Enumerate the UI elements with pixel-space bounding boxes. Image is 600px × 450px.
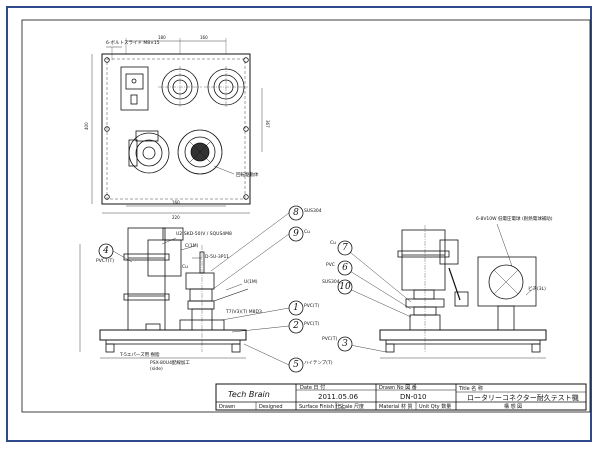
plan-view: [91, 38, 263, 214]
plan-motor-label: 回転駆動体: [236, 171, 259, 178]
surface-label: Surface Finish 仕上: [299, 403, 345, 410]
upper-right-flange: [204, 66, 248, 108]
inner-border: [21, 19, 591, 413]
balloon-1-label: 1: [293, 303, 299, 313]
lower-left-motor: [128, 130, 170, 174]
balloon-group: [98, 205, 353, 373]
side-leaders: [344, 223, 537, 353]
balloon-1: [288, 300, 304, 316]
title-block: [215, 383, 587, 411]
subtitle-value: 構 想 図: [504, 403, 522, 410]
drawing-frame: [6, 6, 592, 442]
unit-label: Unit Qty 数量: [419, 403, 451, 410]
balloon-8-label: 8: [293, 208, 299, 218]
balloon-7-label: 7: [342, 243, 348, 253]
front-callout-11: PVC(T): [304, 321, 319, 327]
balloon-9: [288, 226, 304, 242]
drawn-no-label: Drawn No 図 番: [379, 384, 417, 391]
front-view: [79, 212, 290, 366]
balloon-5: [288, 357, 304, 373]
front-callout-14: (side): [150, 366, 163, 372]
side-callout-1: 6-8V10W 低電圧電球 (耐熱電球補助): [476, 215, 553, 222]
material-label: Material 材 質: [379, 403, 413, 410]
front-callout-4: U2(SKD-50)V / SQUS4M8: [176, 231, 232, 237]
balloon-6-label: 6: [342, 263, 348, 273]
balloon-10: [337, 279, 353, 295]
balloon-2-label: 2: [292, 321, 299, 331]
front-callout-13: PSX-80U4配線加工: [150, 359, 190, 366]
side-callout-4: SUS304: [322, 279, 340, 285]
designed-label: Designed: [259, 404, 283, 410]
front-callout-9: T7(V3)(T) M8D3: [225, 309, 262, 315]
side-callout-5: PVC(T): [322, 336, 337, 342]
date-value: 2011.05.06: [318, 393, 359, 401]
balloon-7: [337, 240, 353, 256]
switch-box: [120, 66, 149, 111]
plan-dim-bottom-inner: 160: [172, 200, 180, 205]
front-callout-15: ハイテンプ(T): [304, 360, 333, 366]
plan-dim-top-left: 180: [158, 35, 166, 40]
front-callout-12: T-5エパーズ用 樹脂: [119, 351, 160, 358]
balloon-8: [288, 205, 304, 221]
balloon-2: [288, 318, 304, 334]
balloon-5-label: 5: [293, 360, 299, 370]
front-callout-2: Cu: [304, 229, 310, 235]
plan-top-callout: 6-ボルトスライド M8×15: [106, 39, 160, 46]
mounting-holes: [104, 57, 249, 200]
front-callout-5: C(1M): [185, 243, 199, 249]
drawn-no-value: DN-010: [400, 393, 427, 401]
front-leaders: [112, 212, 290, 366]
balloon-10-label: 10: [339, 282, 351, 292]
side-callout-2: Cu: [330, 240, 336, 246]
front-callout-8: U(1M): [244, 279, 258, 285]
lower-right-rotor: [177, 129, 223, 175]
front-callout-7: Cu: [182, 264, 188, 270]
side-view: [344, 223, 547, 359]
plan-dim-bottom-outer: 220: [172, 215, 180, 220]
front-callout-1: SUS304: [304, 208, 322, 214]
plan-dim-right: 367: [265, 120, 270, 128]
plan-dim-top-right: 160: [200, 35, 208, 40]
scale-label: Scale 尺度: [339, 403, 364, 410]
upper-left-flange: [158, 66, 202, 108]
plan-dim-left: 400: [84, 122, 89, 130]
balloon-3: [337, 336, 353, 352]
balloon-3-label: 3: [342, 339, 348, 349]
balloon-4: [98, 243, 114, 259]
title-value: ロータリーコネクター耐久テスト機: [467, 393, 579, 402]
front-callout-3: PVC7(T): [96, 258, 114, 264]
side-callout-6: ビス(3L): [528, 285, 546, 292]
balloon-9-label: 9: [293, 229, 299, 239]
drawn-label: Drawn: [219, 404, 235, 410]
title-label: Title 名 称: [458, 385, 483, 392]
front-callout-10: PVC(T): [304, 303, 319, 309]
front-callout-6: D-5U-3P11: [205, 254, 229, 260]
balloon-4-label: 4: [102, 246, 109, 256]
balloon-6: [337, 260, 353, 276]
lamp-housing: [477, 256, 537, 331]
date-label: Date 日 付: [300, 384, 325, 391]
side-callout-3: PVC: [326, 262, 335, 268]
company-name: Tech Brain: [228, 390, 270, 399]
